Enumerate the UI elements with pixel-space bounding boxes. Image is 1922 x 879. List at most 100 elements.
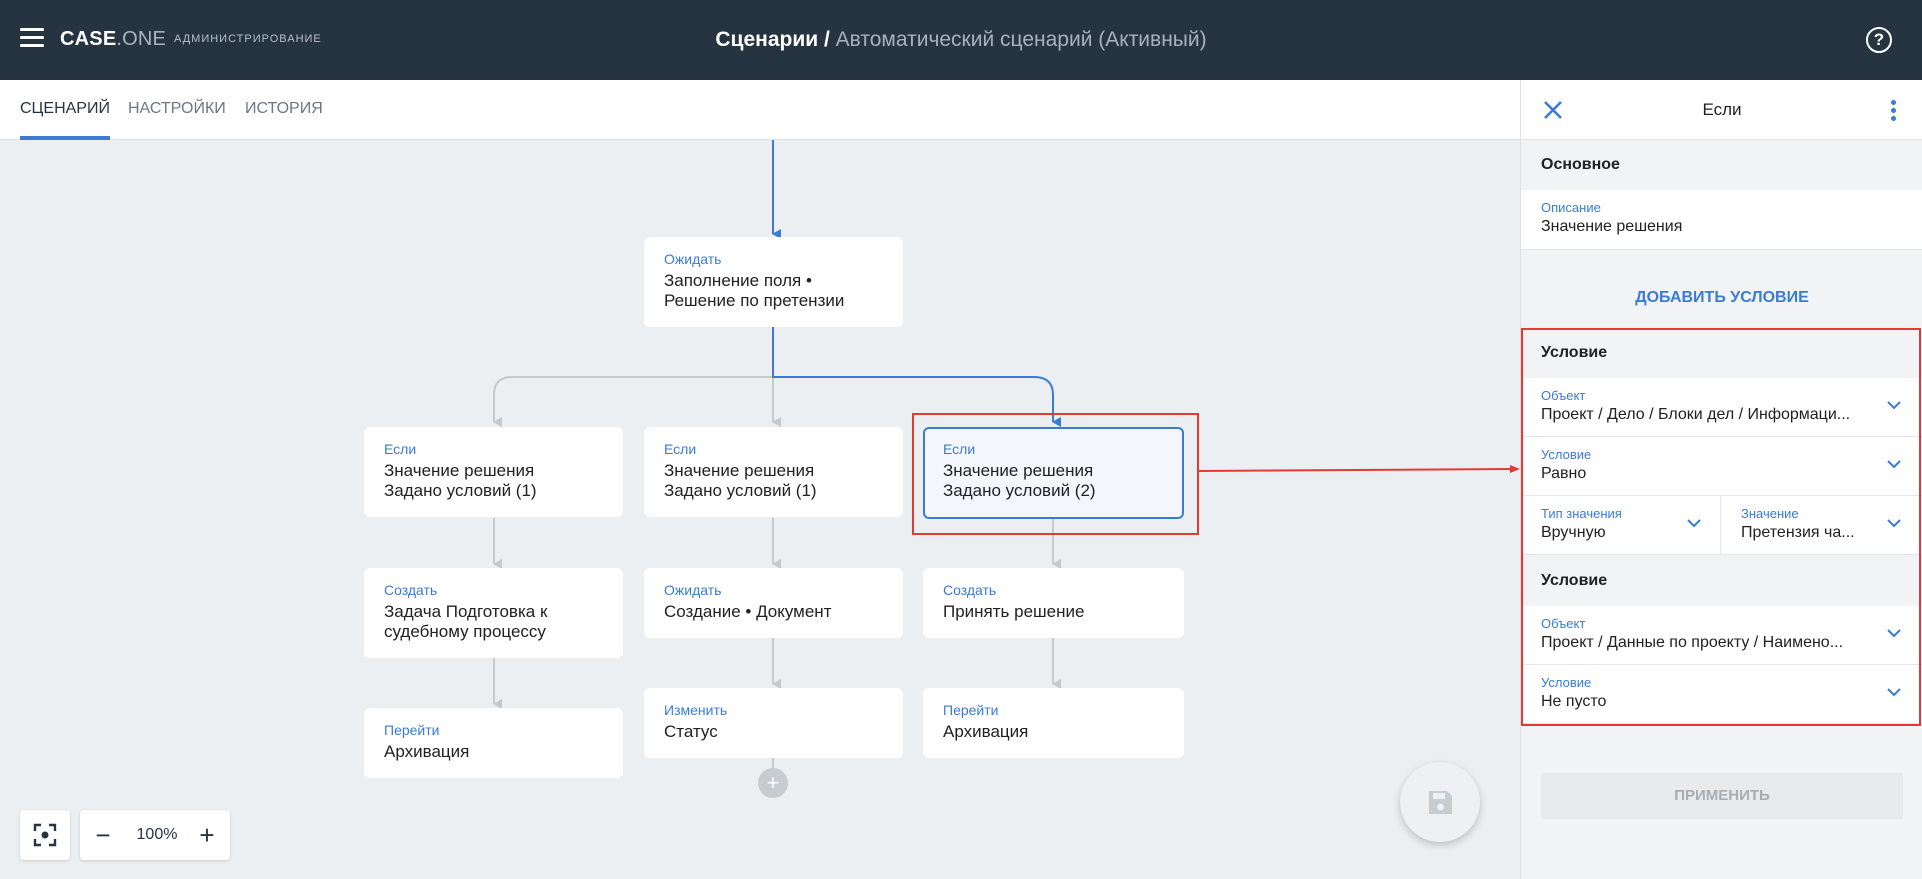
field-value: Проект / Дело / Блоки дел / Информаци... xyxy=(1541,406,1851,423)
field-value: Значение решения xyxy=(1541,218,1683,235)
node-line: Статус xyxy=(664,722,718,741)
node-type: Ожидать xyxy=(664,582,722,598)
chevron-down-icon xyxy=(1887,688,1901,697)
chevron-down-icon xyxy=(1887,401,1901,410)
tab-scenario[interactable]: СЦЕНАРИЙ xyxy=(20,80,110,140)
node-line: Задача Подготовка к xyxy=(384,602,548,621)
properties-panel: Если Основное Описание Значение решения … xyxy=(1520,80,1922,879)
brand-logo[interactable]: CASE.ONE xyxy=(60,28,166,51)
flow-connectors xyxy=(493,140,1520,768)
field-value: Вручную xyxy=(1541,524,1606,541)
chevron-down-icon xyxy=(1887,460,1901,469)
node-type: Перейти xyxy=(943,702,999,718)
zoom-level: 100% xyxy=(136,826,178,843)
node-line: Архивация xyxy=(943,722,1029,741)
condition-1-operator-select[interactable]: Условие Равно xyxy=(1521,437,1922,496)
flow-node-create-decision[interactable]: Создать Принять решение xyxy=(923,568,1184,638)
floppy-disk-icon xyxy=(1429,791,1452,814)
node-text: Создание • Документ xyxy=(664,602,883,622)
annotation-arrowhead xyxy=(1510,465,1520,473)
more-vert-icon[interactable] xyxy=(1891,100,1897,122)
node-line: Задано условий (2) xyxy=(943,481,1096,500)
node-line: Решение по претензии xyxy=(664,291,845,310)
zoom-control: − 100% + xyxy=(80,810,230,860)
annotation-arrow xyxy=(1197,468,1513,472)
field-value: Равно xyxy=(1541,465,1587,482)
field-label: Условие xyxy=(1541,675,1592,690)
node-type: Создать xyxy=(384,582,438,598)
condition-1-value-type-select[interactable]: Тип значения Вручную xyxy=(1521,496,1721,555)
help-icon[interactable]: ? xyxy=(1866,27,1892,53)
menu-icon[interactable] xyxy=(20,28,44,52)
zoom-in-button[interactable]: + xyxy=(199,820,215,850)
field-value: Претензия ча... xyxy=(1741,524,1855,541)
node-text: Статус xyxy=(664,722,883,742)
fit-screen-icon xyxy=(33,823,57,847)
connector-branch-right xyxy=(772,327,1061,427)
description-field[interactable]: Описание Значение решения xyxy=(1521,190,1922,250)
condition-1-object-select[interactable]: Объект Проект / Дело / Блоки дел / Инфор… xyxy=(1521,378,1922,437)
node-text: Принять решение xyxy=(943,602,1164,622)
node-line: судебному процессу xyxy=(384,622,546,641)
breadcrumb-root[interactable]: Сценарии / xyxy=(715,28,836,51)
node-line: Значение решения xyxy=(384,461,535,480)
field-label: Объект xyxy=(1541,616,1586,631)
flow-node-change-status[interactable]: Изменить Статус xyxy=(644,688,903,758)
flow-node-goto-archive-2[interactable]: Перейти Архивация xyxy=(923,688,1184,758)
field-label: Условие xyxy=(1541,447,1592,462)
page-title: Сценарии / Автоматический сценарий (Акти… xyxy=(0,28,1922,52)
fit-view-button[interactable] xyxy=(20,810,70,860)
app-header: CASE.ONE АДМИНИСТРИРОВАНИЕ Сценарии / Ав… xyxy=(0,0,1922,80)
condition-1-header: Условие xyxy=(1521,328,1922,378)
node-type: Создать xyxy=(943,582,997,598)
node-line: Задано условий (1) xyxy=(384,481,537,500)
section-main-header: Основное xyxy=(1521,140,1922,190)
tab-settings[interactable]: НАСТРОЙКИ xyxy=(128,100,226,117)
node-type: Ожидать xyxy=(664,251,722,267)
flow-node-wait-field[interactable]: Ожидать Заполнение поля •Решение по прет… xyxy=(644,237,903,327)
node-text: Архивация xyxy=(384,742,603,762)
panel-title: Если xyxy=(1702,100,1742,119)
condition-2-object-select[interactable]: Объект Проект / Данные по проекту / Наим… xyxy=(1521,606,1922,665)
node-text: Архивация xyxy=(943,722,1164,742)
condition-1-value-select[interactable]: Значение Претензия ча... xyxy=(1721,496,1922,555)
breadcrumb-current: Автоматический сценарий (Активный) xyxy=(835,28,1207,51)
flow-node-wait-document[interactable]: Ожидать Создание • Документ xyxy=(644,568,903,638)
section-label: АДМИНИСТРИРОВАНИЕ xyxy=(174,33,322,45)
chevron-down-icon xyxy=(1887,629,1901,638)
condition-2-header: Условие xyxy=(1521,556,1922,606)
tab-history[interactable]: ИСТОРИЯ xyxy=(245,100,323,117)
zoom-out-button[interactable]: − xyxy=(95,820,111,850)
node-line: Значение решения xyxy=(943,461,1094,480)
node-line: Принять решение xyxy=(943,602,1085,621)
condition-2-operator-select[interactable]: Условие Не пусто xyxy=(1521,665,1922,724)
node-type: Если xyxy=(384,441,417,457)
node-line: Заполнение поля • xyxy=(664,271,812,290)
field-label: Тип значения xyxy=(1541,506,1622,521)
flow-node-goto-archive-1[interactable]: Перейти Архивация xyxy=(364,708,623,778)
brand-dot: . xyxy=(116,28,123,50)
node-type: Если xyxy=(664,441,697,457)
add-step-icon[interactable]: + xyxy=(758,768,788,798)
apply-button[interactable]: ПРИМЕНИТЬ xyxy=(1541,773,1903,819)
node-type: Перейти xyxy=(384,722,440,738)
field-value: Проект / Данные по проекту / Наимено... xyxy=(1541,634,1844,651)
save-button[interactable] xyxy=(1400,762,1480,842)
field-value: Не пусто xyxy=(1541,693,1607,710)
add-condition-button[interactable]: ДОБАВИТЬ УСЛОВИЕ xyxy=(1635,289,1809,306)
field-label: Объект xyxy=(1541,388,1586,403)
flow-canvas[interactable]: Ожидать Заполнение поля •Решение по прет… xyxy=(0,140,1520,879)
node-line: Архивация xyxy=(384,742,470,761)
close-icon[interactable] xyxy=(1541,98,1565,122)
chevron-down-icon xyxy=(1687,519,1701,528)
node-type: Изменить xyxy=(664,702,728,718)
panel-header: Если xyxy=(1521,80,1922,140)
